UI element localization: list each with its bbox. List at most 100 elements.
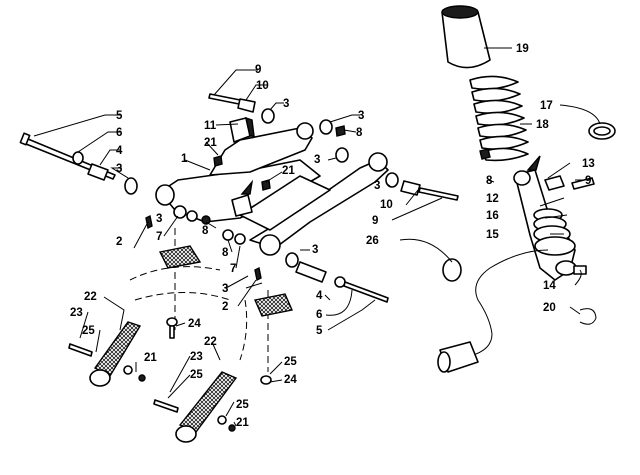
washer-inner-left xyxy=(186,210,198,222)
callout-7-center: 7 xyxy=(230,263,236,275)
bolt-lower-right xyxy=(343,281,389,303)
callout-3-inner: 3 xyxy=(156,213,162,225)
direction-arrow xyxy=(526,155,541,171)
callout-3-center: 3 xyxy=(222,283,228,295)
nut-21-center xyxy=(261,179,271,191)
callout-3-right: 3 xyxy=(374,180,380,192)
callout-6-top: 6 xyxy=(116,127,122,139)
e-clip xyxy=(579,308,597,325)
callout-5-top: 5 xyxy=(116,110,123,122)
leader-lines xyxy=(33,47,601,427)
callout-9-right: 9 xyxy=(372,215,378,227)
nut-21-left xyxy=(213,155,223,167)
arm-pivot-right xyxy=(368,152,388,172)
remote-reservoir xyxy=(437,341,479,373)
bolt-head-left xyxy=(19,132,31,146)
reservoir-hose xyxy=(469,249,549,357)
hose-clamp-ring xyxy=(442,258,462,282)
nut-21-a xyxy=(138,374,146,382)
washer-24-lower xyxy=(260,375,272,385)
shock-mount-tab xyxy=(231,194,253,217)
callout-3-mid: 3 xyxy=(314,154,320,166)
callout-22-left: 22 xyxy=(84,291,97,303)
footrest-pad-upper-right xyxy=(254,293,293,317)
callout-3-upper-right: 3 xyxy=(358,110,364,122)
callout-25-right: 25 xyxy=(190,369,203,381)
top-bushing xyxy=(261,108,275,124)
callout-26: 26 xyxy=(366,235,379,247)
callout-6-lower: 6 xyxy=(316,309,322,321)
spacer-right xyxy=(400,180,421,196)
bushing-lower-right xyxy=(285,252,299,268)
washer-25-b xyxy=(217,415,227,425)
arm-pivot-lower xyxy=(259,234,281,256)
callout-8-center: 8 xyxy=(222,247,229,259)
screw-left xyxy=(145,214,153,230)
callout-labels: 5 6 4 3 9 10 3 11 21 1 21 3 8 3 3 10 9 2… xyxy=(70,43,595,429)
callout-25-lower: 25 xyxy=(236,399,249,411)
callout-17: 17 xyxy=(540,100,553,112)
callout-7-left: 7 xyxy=(156,231,162,243)
callout-8-upper-right: 8 xyxy=(356,127,363,139)
rear-arm-crossmember xyxy=(239,175,331,231)
bushing-inner-left xyxy=(173,205,187,219)
callout-2-center: 2 xyxy=(222,301,228,313)
bushing-upper-right xyxy=(319,119,333,135)
footrest-group xyxy=(68,228,293,443)
nut-upper-right xyxy=(335,125,346,137)
washer-25-a xyxy=(123,365,133,375)
callout-23-right: 23 xyxy=(190,351,203,363)
bolt-right xyxy=(418,187,459,201)
callout-22-right: 22 xyxy=(204,336,217,348)
direction-arrow-center xyxy=(240,179,254,195)
callout-25-left: 25 xyxy=(82,325,95,337)
callout-9-shock: 9 xyxy=(585,175,591,187)
washer-center xyxy=(234,233,246,245)
callout-2-left: 2 xyxy=(116,236,122,248)
callout-24-upper: 24 xyxy=(188,318,201,330)
callout-14: 14 xyxy=(543,280,556,292)
footrest-right xyxy=(178,371,238,433)
bushing-center xyxy=(222,229,234,241)
callout-1: 1 xyxy=(181,153,188,165)
shock-nut xyxy=(479,148,491,160)
bushing-mid-right xyxy=(335,147,349,163)
footrest-right-end xyxy=(175,425,197,443)
fasteners-group xyxy=(19,93,459,303)
callout-20: 20 xyxy=(543,302,556,314)
callout-24-lower: 24 xyxy=(284,374,297,386)
shock-lower-eye xyxy=(555,260,577,276)
footrest-left xyxy=(93,321,142,377)
callout-4-lower: 4 xyxy=(316,290,323,302)
footrest-pad-upper-left xyxy=(158,245,202,269)
callout-8-left: 8 xyxy=(202,225,209,237)
coil-spring xyxy=(469,75,529,162)
bushing-left xyxy=(124,177,138,195)
callout-9-top: 9 xyxy=(255,64,261,76)
spring-retainer-inner xyxy=(593,126,611,136)
callout-10-top: 10 xyxy=(256,80,269,92)
nut-inner-left xyxy=(201,215,211,225)
arm-pivot-top xyxy=(296,122,314,140)
callout-15: 15 xyxy=(486,229,499,241)
callout-3-lower: 3 xyxy=(312,244,318,256)
callout-23-left: 23 xyxy=(70,307,83,319)
shock-spacer xyxy=(544,175,565,191)
screw-24-upper xyxy=(169,325,175,339)
callout-3-left: 3 xyxy=(116,163,122,175)
shock-adjuster-collar xyxy=(533,208,576,256)
callout-18: 18 xyxy=(536,119,549,131)
shock-bolt xyxy=(571,177,595,190)
callout-16: 16 xyxy=(486,210,499,222)
footrest-bolt-left xyxy=(68,343,93,357)
callout-21-left: 21 xyxy=(144,352,157,364)
rear-arm-group xyxy=(155,116,389,256)
footrest-bolt-right xyxy=(153,399,179,413)
nut-21-b xyxy=(228,424,236,432)
callout-8-shock: 8 xyxy=(486,175,493,187)
shock-top-eye xyxy=(513,170,531,186)
guide-dash-2 xyxy=(134,292,231,301)
callout-25-far: 25 xyxy=(284,356,297,368)
spacer-lower-right xyxy=(295,261,327,283)
